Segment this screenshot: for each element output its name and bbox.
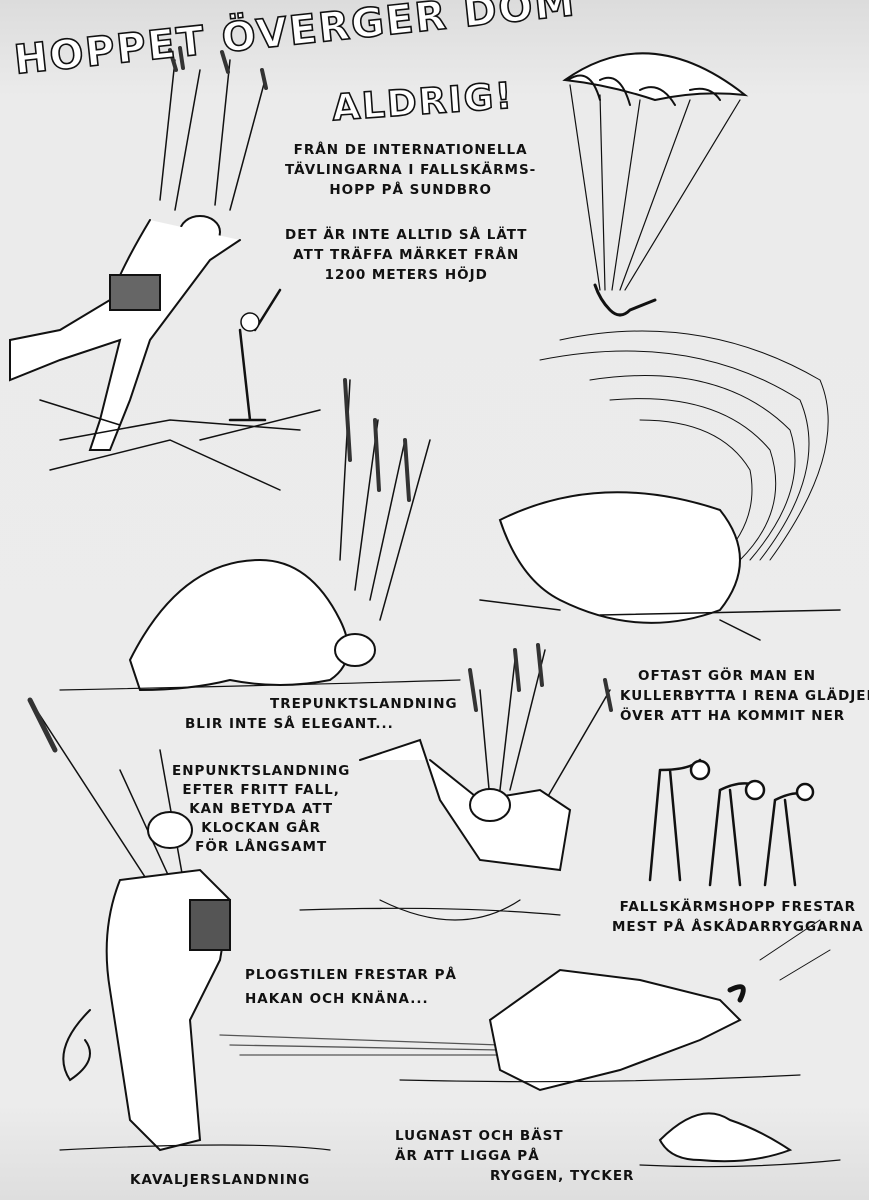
kavaljer-caption: KAVALJERSLANDNING xyxy=(130,1172,311,1188)
tangled-lines-drawing xyxy=(479,330,841,641)
kullerbytta-caption: OFTAST GÖR MAN EN KULLERBYTTA I RENA GLÄ… xyxy=(620,666,869,726)
trepunkt-jumper-drawing xyxy=(59,378,461,692)
caption-line: FÖR LÅNGSAMT xyxy=(195,839,328,855)
lugnast-caption: LUGNAST OCH BÄST ÄR ATT LIGGA PÅ xyxy=(395,1126,564,1166)
kavaljer-jumper-drawing xyxy=(27,697,331,1152)
lying-jumper-drawing xyxy=(639,1112,841,1168)
jumper-drawing-top-left xyxy=(9,46,268,451)
trepunkt-caption: TREPUNKTSLANDNING BLIR INTE SÅ ELEGANT..… xyxy=(185,694,458,734)
caption-line: HOPP PÅ SUNDBRO xyxy=(329,182,492,198)
caption-line: ATT TRÄFFA MÄRKET FRÅN xyxy=(293,247,520,263)
caption-line: BLIR INTE SÅ ELEGANT... xyxy=(185,716,394,732)
caption-line: 1200 METERS HÖJD xyxy=(324,267,488,283)
caption-line: KULLERBYTTA I RENA GLÄDJEN xyxy=(620,688,869,704)
caption-line: LUGNAST OCH BÄST xyxy=(395,1128,564,1144)
enpunkt-caption: ENPUNKTSLANDNING EFTER FRITT FALL, KAN B… xyxy=(172,762,350,857)
caption-line: PLOGSTILEN FRESTAR PÅ xyxy=(245,967,457,983)
caption-line: DET ÄR INTE ALLTID SÅ LÄTT xyxy=(285,227,528,243)
caption-line: TREPUNKTSLANDNING xyxy=(270,696,458,712)
subtitle-caption: DET ÄR INTE ALLTID SÅ LÄTT ATT TRÄFFA MÄ… xyxy=(285,225,528,285)
caption-line: TÄVLINGARNA I FALLSKÄRMS- xyxy=(285,162,537,178)
askadare-caption: FALLSKÄRMSHOPP FRESTAR MEST PÅ ÅSKÅDARRY… xyxy=(612,897,864,937)
intro-caption: FRÅN DE INTERNATIONELLA TÄVLINGARNA I FA… xyxy=(285,140,536,200)
caption-line: FALLSKÄRMSHOPP FRESTAR xyxy=(619,899,856,915)
caption-line: KAN BETYDA ATT xyxy=(189,801,334,817)
caption-line: HAKAN OCH KNÄNA... xyxy=(245,991,429,1007)
caption-line: FRÅN DE INTERNATIONELLA xyxy=(293,142,528,158)
caption-line: ÄR ATT LIGGA PÅ xyxy=(395,1148,540,1164)
caption-line: OFTAST GÖR MAN EN xyxy=(638,668,816,684)
landing-target-drawing xyxy=(39,288,321,491)
sliding-jumper-drawing xyxy=(219,919,831,1092)
caption-line: KLOCKAN GÅR xyxy=(201,820,322,836)
caption-line: ENPUNKTSLANDNING xyxy=(172,763,351,779)
plogstil-jumper-drawing xyxy=(299,643,613,921)
spectators-drawing xyxy=(648,758,815,887)
caption-line: MEST PÅ ÅSKÅDARRYGGARNA xyxy=(612,919,864,935)
caption-line: EFTER FRITT FALL, xyxy=(182,782,340,798)
plogstil-caption: PLOGSTILEN FRESTAR PÅ HAKAN OCH KNÄNA... xyxy=(245,963,457,1011)
caption-line: ÖVER ATT HA KOMMIT NER xyxy=(620,708,846,724)
parachute-canopy-drawing xyxy=(562,52,749,317)
ryggen-caption: RYGGEN, TYCKER xyxy=(490,1168,635,1184)
